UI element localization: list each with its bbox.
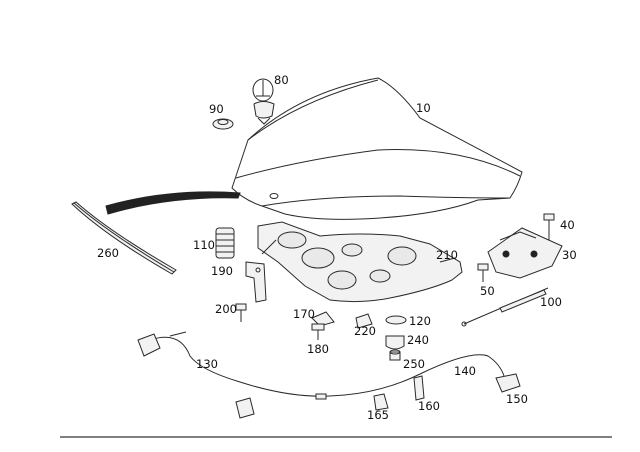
callout-190: 190 [211,264,233,278]
hood-panel [231,77,523,220]
callout-40: 40 [560,218,575,232]
cable-connector-icon [315,393,327,400]
bolt-40-icon [543,213,555,240]
callout-90: 90 [209,102,224,116]
callout-210: 210 [436,248,458,262]
star-emblem-icon [252,78,275,125]
buffer-240-icon [385,335,405,350]
cable-clip-160-icon [413,375,425,401]
spring-clip-icon [215,227,235,259]
buffer-250-icon [389,349,401,361]
insulation-mat [257,221,463,303]
callout-130: 130 [196,357,218,371]
clip-170-icon [311,311,335,327]
callout-240: 240 [407,333,429,347]
cable-end-150-icon [495,373,521,393]
clip-220-icon [355,313,373,329]
cable-bracket-icon [235,397,255,419]
callout-120: 120 [409,314,431,328]
callout-260: 260 [97,246,119,260]
callout-110: 110 [193,238,215,252]
hinge-bracket-icon [245,261,267,303]
callout-200: 200 [215,302,237,316]
hood-arrow [105,191,241,215]
release-cable [149,331,505,397]
bolt-180-icon [311,323,325,340]
cable-clip-165-icon [373,393,389,411]
callout-250: 250 [403,357,425,371]
bolt-200-icon [235,303,247,322]
emblem-base-icon [212,118,234,130]
callout-100: 100 [540,295,562,309]
callout-80: 80 [274,73,289,87]
callout-140: 140 [454,364,476,378]
callout-50: 50 [480,284,495,298]
callout-180: 180 [307,342,329,356]
callout-170: 170 [293,307,315,321]
callout-160: 160 [418,399,440,413]
bolt-50-icon [477,263,489,282]
callout-150: 150 [506,392,528,406]
callout-30: 30 [562,248,577,262]
callout-220: 220 [354,324,376,338]
callout-10: 10 [416,101,431,115]
buffer-120-icon [385,315,407,325]
gas-strut-icon [461,287,549,327]
hood-seal-strip [71,201,177,275]
hood-lock-icon [487,227,563,279]
callout-165: 165 [367,408,389,422]
release-handle-icon [137,333,161,357]
